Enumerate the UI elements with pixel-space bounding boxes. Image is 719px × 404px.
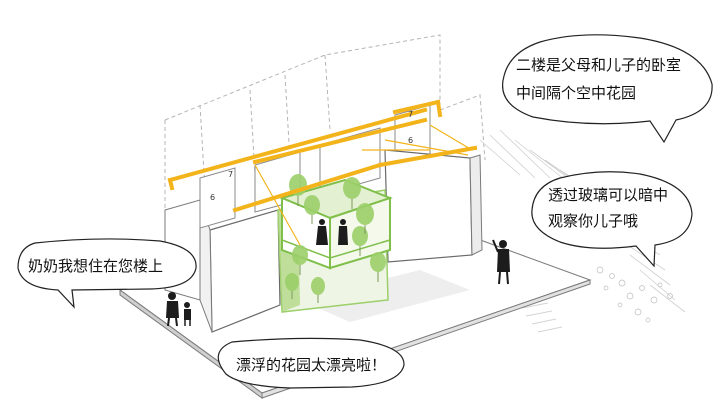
bubble-line: 漂浮的花园太漂亮啦！ bbox=[236, 356, 387, 374]
tree-trunks bbox=[291, 196, 379, 303]
bubble-top-right-text: 二楼是父母和儿子的卧室 中间隔个空中花园 bbox=[516, 54, 681, 104]
room-label: 7 bbox=[408, 110, 413, 119]
parent-figure bbox=[316, 219, 328, 245]
bubble-left bbox=[17, 238, 197, 309]
bubble-line: 二楼是父母和儿子的卧室 bbox=[516, 56, 682, 74]
parent-figure bbox=[338, 219, 348, 245]
bubble-line: 观察你儿子哦 bbox=[548, 212, 639, 230]
yellow-thin-lines bbox=[254, 124, 473, 246]
adult-figure bbox=[166, 292, 179, 327]
bubble-left-text: 奶奶我想住在您楼上 bbox=[28, 255, 163, 277]
bubble-right-text: 透过玻璃可以暗中 观察你儿子哦 bbox=[548, 184, 668, 232]
people-figures bbox=[166, 219, 510, 327]
room-numbers: 7 6 7 6 bbox=[210, 110, 413, 202]
grandmother-figure bbox=[492, 239, 510, 285]
bubble-right bbox=[531, 171, 693, 268]
bubble-top-right bbox=[502, 34, 713, 144]
bubble-line: 中间隔个空中花园 bbox=[516, 84, 637, 102]
bubble-bottom-text: 漂浮的花园太漂亮啦！ bbox=[236, 354, 386, 376]
building-right-block bbox=[384, 149, 483, 263]
speech-bubbles bbox=[17, 34, 713, 389]
bubble-bottom bbox=[217, 337, 405, 389]
garden-trees bbox=[285, 174, 386, 295]
child-figure bbox=[184, 302, 191, 326]
room-label: 6 bbox=[210, 193, 215, 202]
bubble-line: 透过玻璃可以暗中 bbox=[548, 186, 669, 204]
bubble-line: 奶奶我想住在您楼上 bbox=[28, 257, 164, 275]
ground-stones bbox=[596, 266, 673, 323]
yellow-beams bbox=[167, 99, 478, 213]
room-label: 6 bbox=[408, 136, 413, 145]
room-label: 7 bbox=[228, 170, 233, 179]
